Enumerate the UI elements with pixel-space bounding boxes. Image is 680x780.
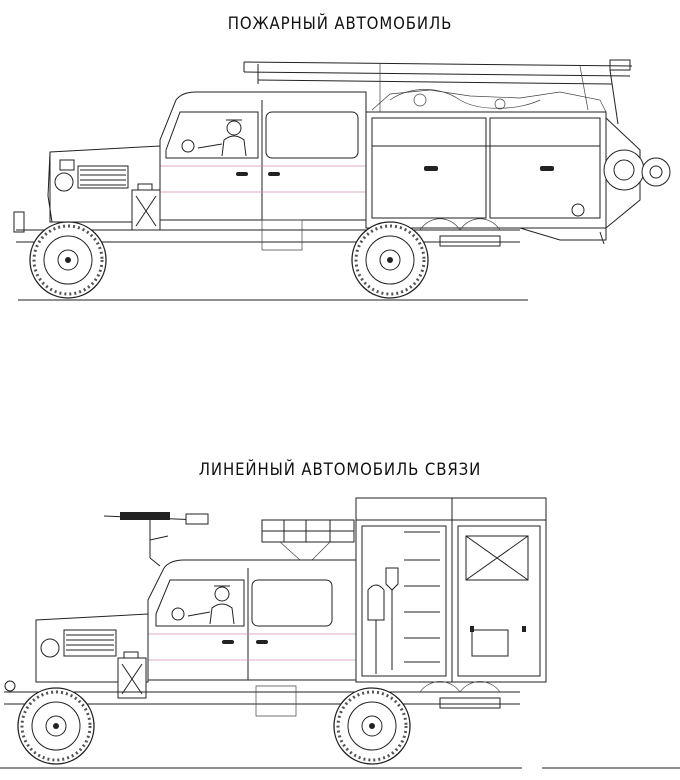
- signal-truck-drawing: [0, 480, 680, 780]
- signal-truck-caption: ЛИНЕЙНЫЙ АВТОМОБИЛЬ СВЯЗИ: [198, 460, 482, 480]
- signal-chassis: [4, 681, 520, 716]
- pickaxe: [368, 585, 384, 674]
- fire-truck-caption: ПОЖАРНЫЙ АВТОМОБИЛЬ: [227, 14, 453, 34]
- roof-ladder: [244, 60, 632, 124]
- roof-rack: [262, 520, 354, 560]
- front-wheel-signal: [18, 688, 94, 764]
- machine-gun: [104, 512, 208, 566]
- fire-truck-drawing: [0, 0, 680, 320]
- tool-brackets: [404, 532, 440, 662]
- fire-body: [366, 112, 606, 240]
- driver-figure: [172, 586, 234, 624]
- roof-equipment: [366, 90, 606, 113]
- jerrycan: [132, 184, 160, 230]
- rear-wheel-signal: [334, 688, 410, 764]
- jerrycan: [118, 652, 146, 698]
- front-wheel-fire: [30, 222, 106, 298]
- shovel: [386, 568, 398, 670]
- signal-cab: [148, 560, 356, 680]
- hose-reel: [600, 118, 670, 244]
- signal-box-body: [356, 498, 546, 682]
- rear-wheel-fire: [352, 222, 428, 298]
- fire-cab: [160, 92, 366, 220]
- driver-figure: [182, 120, 246, 156]
